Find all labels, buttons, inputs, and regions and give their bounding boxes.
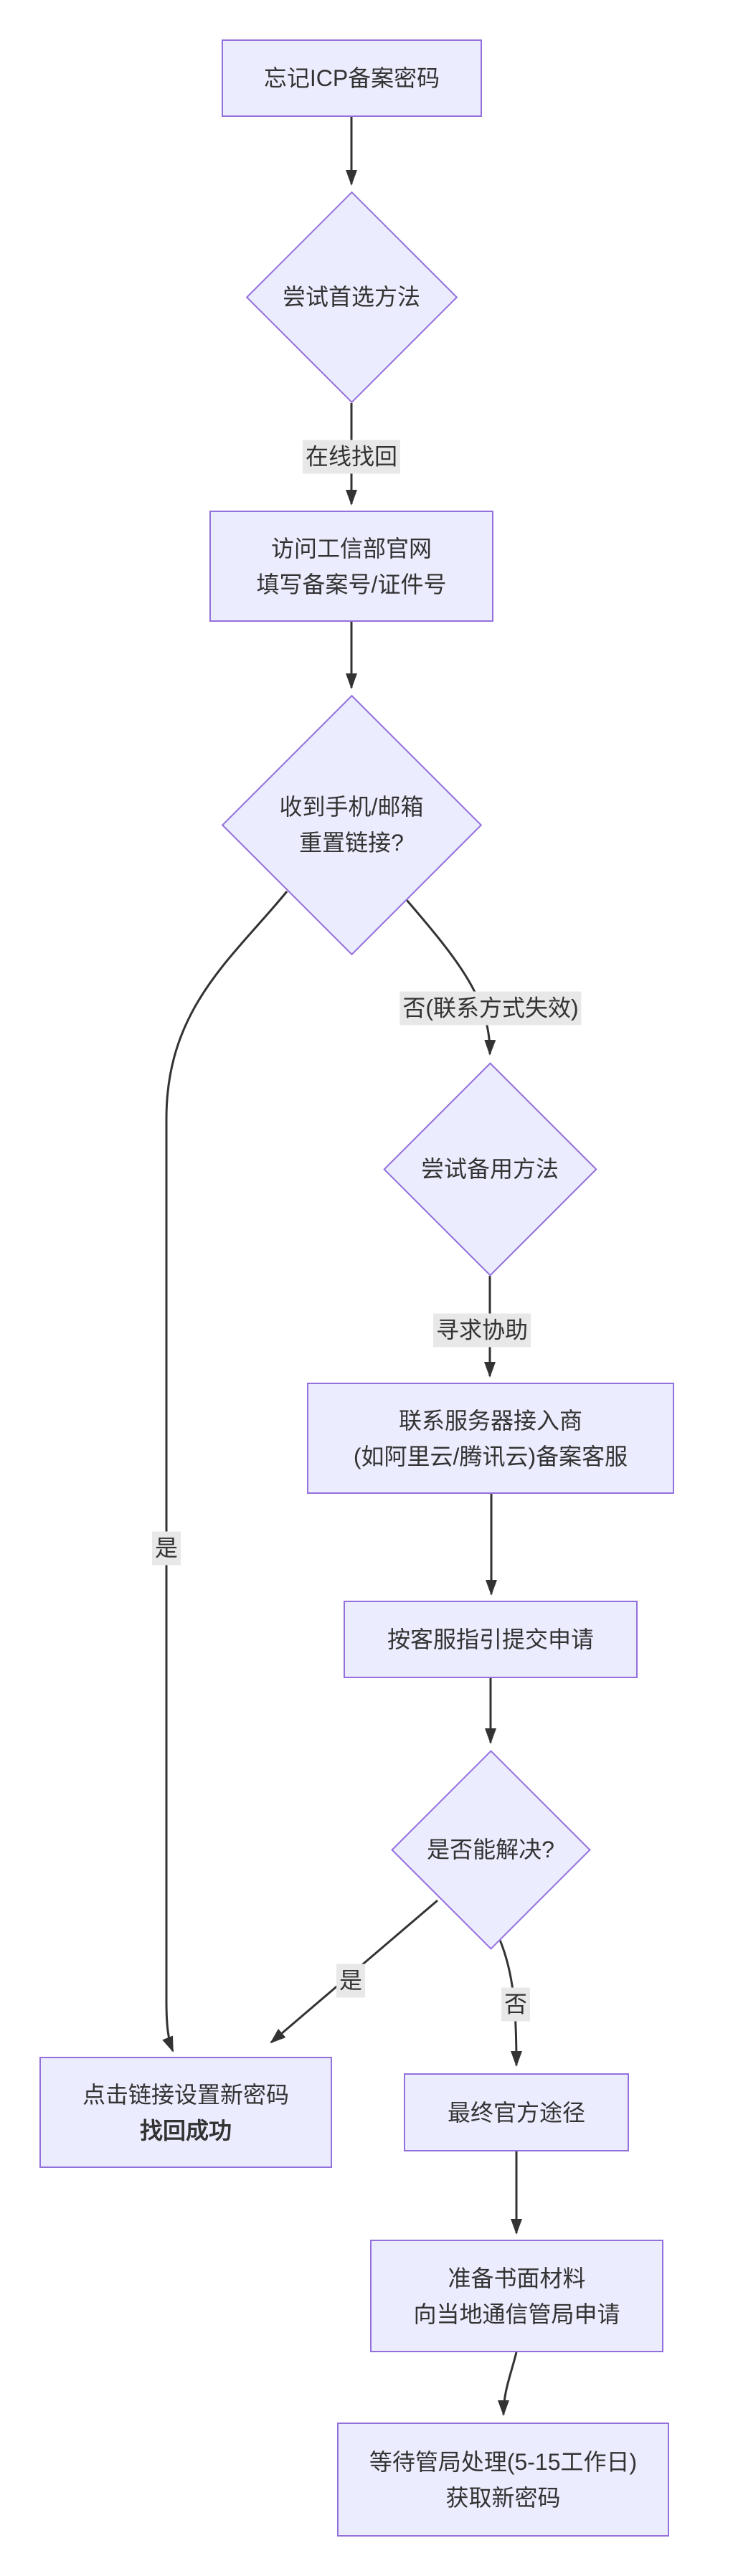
node-contact-isp-line1: 联系服务器接入商 [398,1407,582,1434]
edge-label-no-contact-invalid: 否(联系方式失效) [399,991,582,1026]
decision-try-first-method-line: 尝试首选方法 [282,284,421,310]
node-wait-processing: 等待管局处理(5-15工作日) 获取新密码 [337,2423,669,2537]
decision-try-backup-method-line: 尝试备用方法 [420,1156,559,1182]
edge-label-online-recover: 在线找回 [302,440,401,474]
decision-reset-link-received-label: 收到手机/邮箱 重置链接? [280,789,424,861]
node-prepare-materials-line2: 向当地通信管局申请 [413,2301,620,2327]
node-start-line: 忘记ICP备案密码 [263,65,440,91]
edge-label-yes-link: 是 [151,1531,181,1566]
edge-label-no-solved: 否 [501,1987,531,2022]
node-wait-processing-line2: 获取新密码 [445,2484,561,2511]
node-prepare-materials: 准备书面材料 向当地通信管局申请 [370,2240,663,2352]
edge-resetlink-yes-to-success [162,891,288,2052]
decision-can-solve-label: 是否能解决? [427,1832,554,1867]
node-official-channel-line: 最终官方途径 [447,2099,585,2126]
node-prepare-materials-line1: 准备书面材料 [448,2265,586,2291]
node-success-line2: 找回成功 [139,2117,232,2144]
edge-prepare-to-wait [498,2352,518,2416]
edge-resetlink-no-to-trybackup [405,899,496,1056]
decision-reset-link-received-line2: 重置链接? [299,830,404,856]
edge-label-yes-solved: 是 [336,1964,366,1998]
node-submit-application-line: 按客服指引提交申请 [387,1626,594,1652]
node-contact-isp-line2: (如阿里云/腾讯云)备案客服 [353,1443,628,1469]
node-visit-miit-line2: 填写备案号/证件号 [256,571,447,597]
node-submit-application: 按客服指引提交申请 [344,1601,638,1678]
node-success-line1: 点击链接设置新密码 [82,2081,289,2108]
node-visit-miit-line1: 访问工信部官网 [270,535,432,562]
node-start: 忘记ICP备案密码 [222,39,482,117]
node-contact-isp: 联系服务器接入商 (如阿里云/腾讯云)备案客服 [307,1383,674,1494]
decision-try-backup-method-label: 尝试备用方法 [421,1151,559,1187]
node-official-channel: 最终官方途径 [404,2073,629,2151]
node-wait-processing-line1: 等待管局处理(5-15工作日) [369,2448,638,2475]
node-visit-miit: 访问工信部官网 填写备案号/证件号 [209,511,493,622]
decision-reset-link-received-line1: 收到手机/邮箱 [279,794,424,820]
edge-label-seek-help: 寻求协助 [432,1313,531,1348]
decision-can-solve-line: 是否能解决? [427,1837,554,1862]
decision-try-first-method-label: 尝试首选方法 [283,279,420,315]
node-success: 点击链接设置新密码 找回成功 [39,2057,332,2168]
